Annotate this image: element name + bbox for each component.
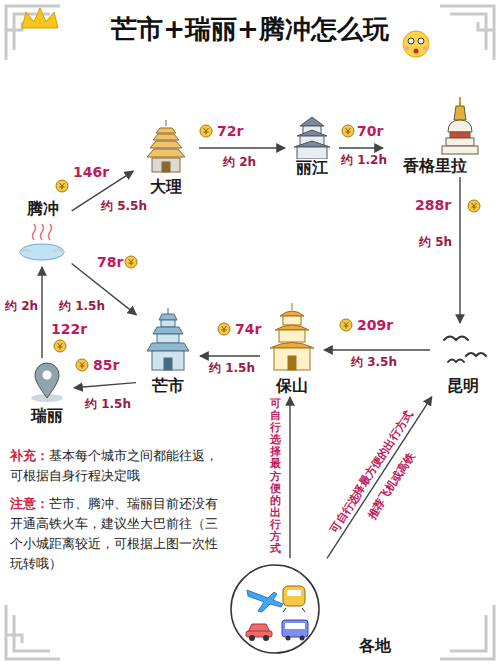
note-block: 补充：基本每个城市之间都能往返，可根据自身行程决定哦注意：芒市、腾冲、瑞丽目前还… bbox=[10, 446, 228, 582]
city-name: 腾冲 bbox=[25, 200, 61, 218]
note-heading: 注意： bbox=[10, 496, 49, 511]
city-node: 昆明 bbox=[432, 325, 494, 395]
city-node: 大理 bbox=[135, 118, 197, 196]
city-name: 大理 bbox=[148, 178, 184, 196]
coin-icon bbox=[218, 323, 230, 335]
city-name: 瑞丽 bbox=[29, 407, 65, 425]
city-node: 瑞丽 bbox=[22, 360, 72, 425]
time-label: 约 3.5h bbox=[350, 356, 398, 369]
hot-spring-icon bbox=[20, 224, 64, 260]
route-arrow bbox=[199, 147, 285, 148]
price-label: 85r bbox=[92, 358, 120, 373]
time-label: 约 5h bbox=[418, 236, 453, 249]
coin-icon bbox=[56, 180, 68, 192]
coin-icon bbox=[200, 125, 212, 137]
time-label: 约 1.2h bbox=[340, 154, 388, 167]
price-label: 146r bbox=[72, 165, 110, 180]
city-node: 芒市 bbox=[138, 305, 198, 395]
route-arrow bbox=[41, 267, 42, 358]
coin-icon bbox=[76, 359, 88, 371]
pagoda-icon bbox=[147, 308, 189, 370]
face-emoji bbox=[403, 31, 429, 57]
time-label: 约 1.5h bbox=[58, 300, 106, 313]
route-arrow bbox=[289, 397, 290, 558]
pavilion-icon bbox=[270, 303, 314, 370]
city-name: 芒市 bbox=[150, 377, 186, 395]
city-node: 丽江 bbox=[287, 115, 337, 177]
price-label: 72r bbox=[216, 124, 244, 139]
title: 芒市+瑞丽+腾冲怎么玩 bbox=[40, 14, 460, 45]
coin-icon bbox=[125, 256, 137, 268]
coin-icon bbox=[340, 319, 352, 331]
price-label: 70r bbox=[356, 124, 384, 139]
note: 补充：基本每个城市之间都能往返，可根据自身行程决定哦 bbox=[10, 446, 228, 486]
route-arrow bbox=[74, 383, 136, 388]
stupa-icon bbox=[442, 97, 478, 154]
crown-icon bbox=[22, 8, 58, 28]
transport-icon bbox=[231, 565, 319, 653]
frame-corner bbox=[6, 6, 494, 659]
city-name: 昆明 bbox=[445, 377, 481, 395]
city-name: 保山 bbox=[274, 377, 310, 395]
city-name: 香格里拉 bbox=[401, 157, 469, 175]
time-label: 约 5.5h bbox=[100, 200, 148, 213]
pagoda-icon bbox=[147, 120, 185, 172]
price-label: 209r bbox=[356, 318, 394, 333]
time-label: 约 1.5h bbox=[84, 398, 132, 411]
note: 注意：芒市、腾冲、瑞丽目前还没有开通高铁火车，建议坐大巴前往（三个小城距离较近，… bbox=[10, 494, 228, 574]
route-arrow bbox=[339, 147, 383, 148]
tower-icon bbox=[294, 117, 330, 159]
route-arrow bbox=[324, 349, 430, 350]
seagull-icon bbox=[444, 337, 486, 363]
city-node: 保山 bbox=[262, 300, 322, 395]
city-name: 各地 bbox=[357, 637, 393, 655]
coin-icon bbox=[342, 125, 354, 137]
route-note: 可自行选择最方便的出行方式 bbox=[270, 398, 281, 555]
price-label: 74r bbox=[234, 322, 262, 337]
note-heading: 补充： bbox=[10, 448, 49, 463]
time-label: 约 1.5h bbox=[208, 362, 256, 375]
coin-icon bbox=[468, 200, 480, 212]
map-pin-icon bbox=[31, 363, 63, 402]
time-label: 约 2h bbox=[222, 156, 257, 169]
coin-icon bbox=[54, 340, 66, 352]
price-label: 288r bbox=[414, 198, 452, 213]
city-node: 腾冲 bbox=[15, 200, 70, 265]
price-label: 78r bbox=[96, 255, 124, 270]
route-arrow bbox=[327, 397, 432, 559]
city-node: 各地 bbox=[228, 560, 393, 655]
time-label: 约 2h bbox=[4, 300, 39, 313]
city-node: 香格里拉 bbox=[385, 95, 485, 175]
route-arrow bbox=[200, 355, 260, 356]
price-label: 122r bbox=[50, 322, 88, 337]
route-arrow bbox=[459, 177, 460, 323]
city-name: 丽江 bbox=[294, 159, 330, 177]
